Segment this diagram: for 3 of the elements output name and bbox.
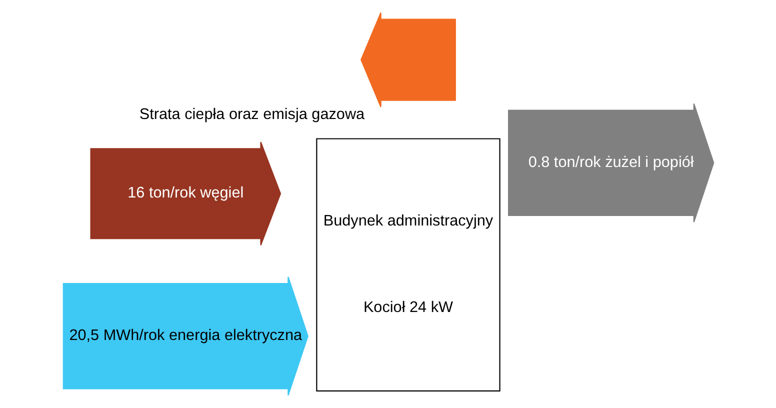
node-box: Budynek administracyjny Kocioł 24 kW bbox=[316, 138, 500, 392]
node-arrow bbox=[360, 12, 456, 108]
node-label: Strata ciepła oraz emisja gazowa bbox=[138, 106, 364, 124]
